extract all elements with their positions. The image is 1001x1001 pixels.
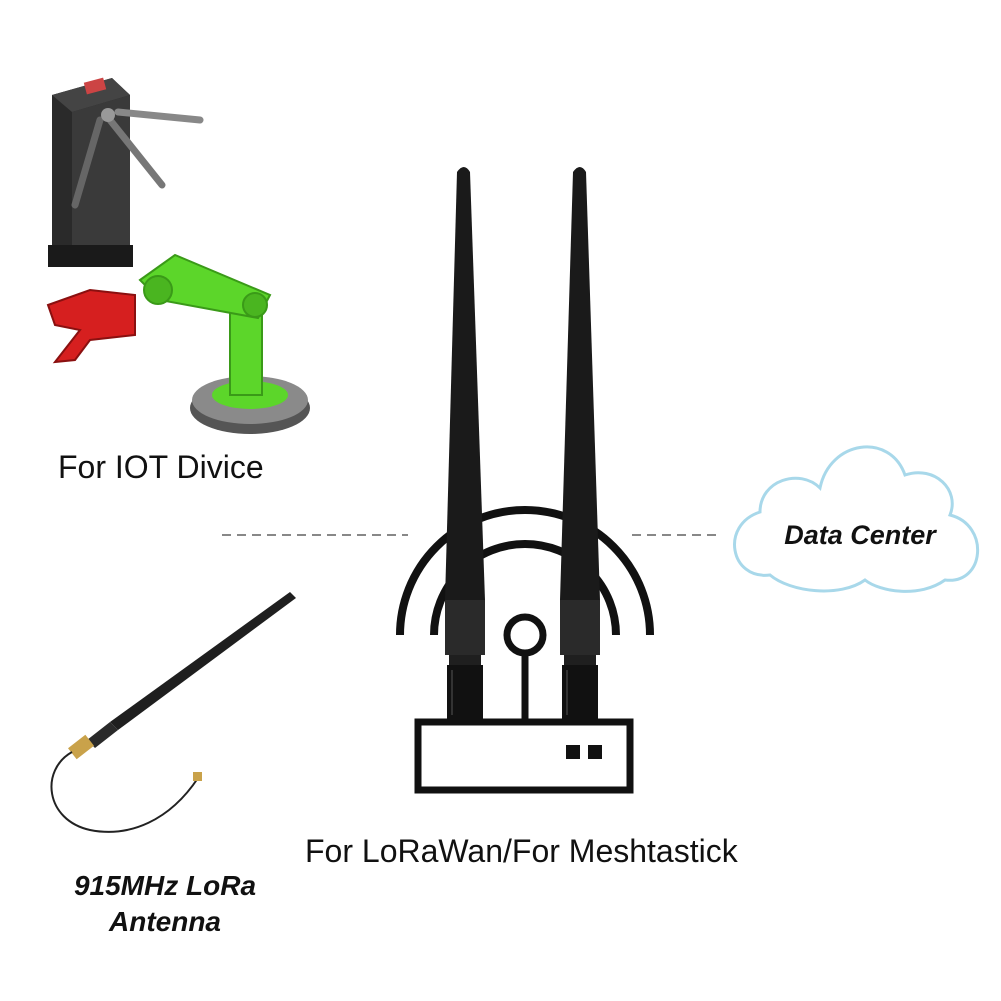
robot-arm-icon <box>46 253 310 434</box>
router-gateway-icon <box>396 506 654 794</box>
iot-device-label: For IOT Divice <box>58 449 264 485</box>
data-center-label: Data Center <box>784 520 936 550</box>
dual-antenna-left <box>445 167 485 720</box>
lorawan-meshtastic-label: For LoRaWan/For Meshtastick <box>305 833 738 869</box>
cloud-icon <box>733 445 979 593</box>
dual-antenna-right <box>560 167 600 720</box>
turnstile-icon <box>48 77 204 267</box>
lora-antenna-icon <box>50 592 296 833</box>
lora-antenna-label-line2: Antenna <box>109 906 221 937</box>
lora-antenna-label: 915MHz LoRa Antenna <box>40 868 290 940</box>
lora-antenna-label-line1: 915MHz LoRa <box>73 870 257 901</box>
